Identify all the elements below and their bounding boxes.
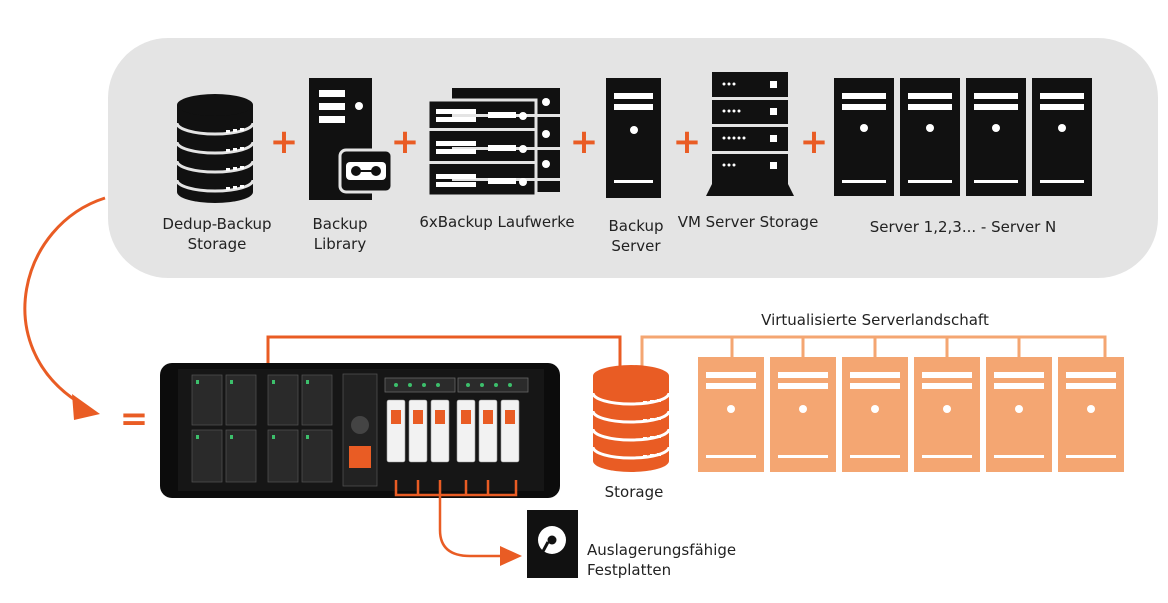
label-line: 6xBackup Laufwerke [419, 213, 575, 231]
label-line: Backup [608, 217, 664, 235]
server-tower-icon [834, 78, 894, 196]
plus-operator: + [673, 122, 702, 162]
appliance-icon [160, 363, 560, 498]
label-line: Library [313, 235, 367, 253]
consolidation-arrow [23, 196, 106, 404]
virtual-server-icon [698, 357, 764, 472]
server-tower-icon [1032, 78, 1092, 196]
consolidation-arrowhead [72, 394, 100, 420]
tape-drives-icon [426, 88, 560, 198]
storage-database-icon [591, 365, 671, 472]
label-line: Dedup-Backup [162, 215, 272, 233]
disk-icon [527, 510, 578, 578]
virtual-server-icon [842, 357, 908, 472]
disk-connectors [394, 480, 518, 558]
virtual-server-icon [986, 357, 1052, 472]
label-dedup-backup-storage: Dedup-Backup Storage [160, 214, 274, 254]
plus-operator: + [570, 122, 599, 162]
label-line: Auslagerungsfähige [587, 541, 737, 559]
label-vm-server-storage: VM Server Storage [672, 212, 824, 232]
virtual-server-icon [1058, 357, 1124, 472]
plus-operator: + [270, 122, 299, 162]
label-servers: Server 1,2,3... - Server N [858, 217, 1068, 237]
equals-operator: = [120, 399, 149, 439]
virtual-server-icon [914, 357, 980, 472]
server-tower-icon [606, 78, 661, 198]
storage-connector [266, 335, 622, 372]
virtual-server-icon [770, 357, 836, 472]
server-tower-icon [966, 78, 1026, 196]
plus-operator: + [800, 122, 829, 162]
label-line: Storage [187, 235, 247, 253]
plus-operator: + [391, 122, 420, 162]
virtual-servers-connectors [640, 335, 1107, 372]
virtual-servers-group [698, 357, 1124, 472]
label-line: Server 1,2,3... - Server N [869, 218, 1057, 236]
label-line: VM Server Storage [677, 213, 819, 231]
label-virtual-landscape: Virtualisierte Serverlandschaft [761, 311, 989, 329]
label-line: Server [611, 237, 661, 255]
tape-library-icon [309, 78, 394, 200]
label-backup-server: Backup Server [598, 216, 674, 256]
label-backup-drives: 6xBackup Laufwerke [410, 212, 584, 232]
label-line: Festplatten [587, 561, 672, 579]
disk-arrowhead [500, 546, 522, 566]
server-towers-group [834, 78, 1092, 196]
label-backup-library: Backup Library [300, 214, 380, 254]
label-removable-disks: Auslagerungsfähige Festplatten [587, 540, 757, 580]
label-line: Backup [312, 215, 368, 233]
label-storage: Storage [604, 483, 664, 501]
storage-rack-icon [706, 72, 794, 196]
database-icon [175, 94, 255, 203]
server-tower-icon [900, 78, 960, 196]
